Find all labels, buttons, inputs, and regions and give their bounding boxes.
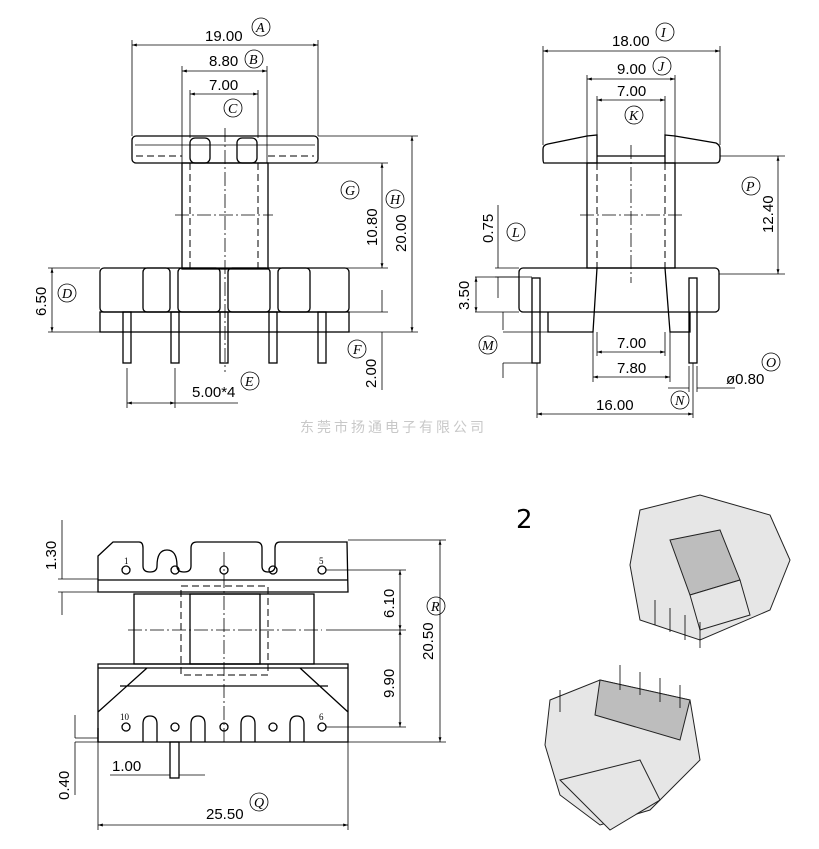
label-m: M	[481, 339, 495, 354]
label-o: O	[766, 356, 776, 371]
pin-number-1: 1	[124, 556, 129, 566]
dim-b: 8.80	[209, 53, 238, 70]
watermark: 东莞市扬通电子有限公司	[300, 419, 487, 436]
label-r: R	[430, 600, 440, 615]
base-flange	[99, 267, 350, 313]
label-a: A	[255, 21, 265, 36]
dim-l: 0.75	[480, 214, 497, 243]
dim-slot: 1.00	[112, 758, 141, 775]
pins	[122, 311, 327, 364]
dim-c: 7.00	[209, 77, 238, 94]
label-p: P	[745, 180, 755, 195]
dim-i: 18.00	[612, 33, 650, 50]
label-g: G	[345, 184, 355, 199]
pin-number-6: 6	[319, 712, 324, 722]
label-c: C	[228, 102, 238, 117]
dim-k: 7.00	[617, 83, 646, 100]
dim-o: ø0.80	[726, 371, 764, 388]
label-q: Q	[254, 796, 264, 811]
dim-n: 16.00	[596, 397, 634, 414]
dim-inner-width: 7.00	[617, 335, 646, 352]
label-b: B	[249, 53, 258, 68]
label-e: E	[244, 375, 254, 390]
dim-d: 6.50	[33, 287, 50, 316]
pin-left	[531, 277, 541, 364]
figure-number: 2	[516, 505, 533, 535]
dim-top-flange: 1.30	[43, 541, 60, 570]
dim-j: 9.00	[617, 61, 646, 78]
front-view: 19.00 8.80 7.00 10.80 20.00 6.50 2.00 5.…	[33, 17, 418, 408]
label-l: L	[511, 226, 520, 241]
label-n: N	[674, 394, 685, 409]
dim-outer-width: 7.80	[617, 360, 646, 377]
pin-number-10: 10	[120, 712, 130, 722]
product-photo-top	[629, 494, 791, 648]
dim-p: 12.40	[760, 195, 777, 233]
label-d: D	[61, 287, 72, 302]
label-k: K	[628, 109, 639, 124]
label-j: J	[658, 60, 665, 75]
dim-a: 19.00	[205, 28, 243, 45]
label-h: H	[389, 193, 401, 208]
dim-gap: 0.40	[56, 771, 73, 800]
dim-f: 2.00	[363, 359, 380, 388]
bottom-view: 1 5 10 6 1.30 6.10 9.90 20.50 1.00 0.40 …	[43, 520, 446, 830]
product-photo-bottom	[544, 665, 701, 831]
dim-q: 25.50	[206, 806, 244, 823]
label-f: F	[352, 343, 362, 358]
side-view: 18.00 9.00 7.00 12.40 0.75 3.50 7.00 7.8…	[456, 22, 785, 418]
dim-e: 5.00*4	[192, 384, 235, 401]
pin-number-5: 5	[319, 556, 324, 566]
label-i: I	[660, 26, 667, 41]
dim-r: 20.50	[420, 622, 437, 660]
dim-mid-top: 6.10	[381, 589, 398, 618]
pin-holes	[121, 565, 327, 732]
dim-h: 20.00	[393, 214, 410, 252]
dim-mid-bottom: 9.90	[381, 669, 398, 698]
base-flange	[518, 267, 720, 313]
dim-m: 3.50	[456, 281, 473, 310]
dim-g: 10.80	[364, 208, 381, 246]
